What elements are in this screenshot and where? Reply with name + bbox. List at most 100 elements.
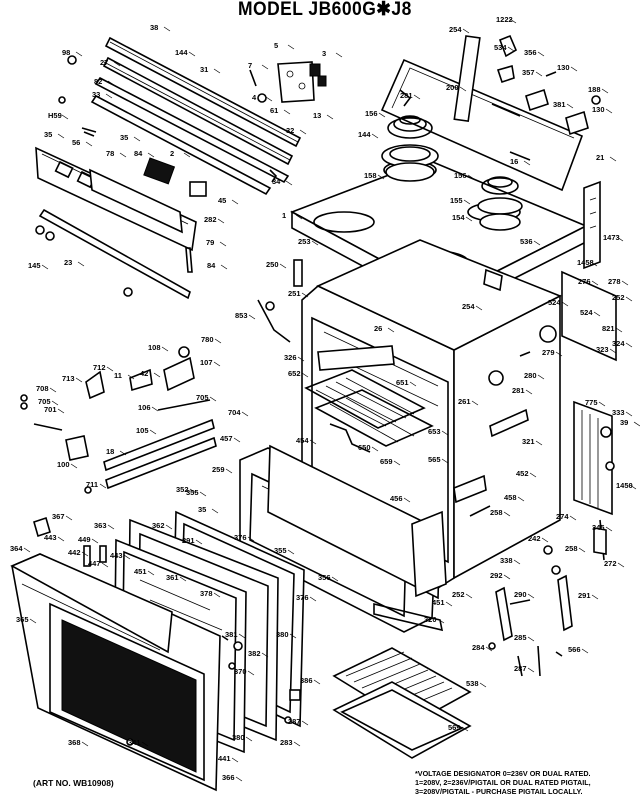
side-panel-right [561,180,617,561]
callout-label: 16 [510,157,518,166]
callout-label: 281 [512,386,525,395]
callout-leader-line [119,450,127,456]
callout-label: 320 [424,615,437,624]
callout-label: 11 [114,371,122,380]
callout-label: 291 [182,536,195,545]
callout-label: 13 [313,111,321,120]
callout-leader-line [462,28,470,34]
callout-leader-line [105,93,113,99]
callout-label: 653 [428,427,441,436]
callout-label: 98 [62,48,70,57]
callout-leader-line [287,44,295,50]
callout-label: 775 [585,398,598,407]
callout-leader-line [479,682,487,688]
callout-label: 443 [110,551,123,560]
callout-leader-line [535,71,543,77]
callout-leader-line [633,421,640,427]
callout-leader-line [57,536,65,542]
callout-label: 79 [206,238,214,247]
callout-leader-line [465,216,473,222]
callout-leader-line [309,439,317,445]
callout-leader-line [301,292,309,298]
callout-leader-line [65,515,73,521]
callout-label: 449 [78,535,91,544]
callout-leader-line [113,61,121,67]
callout-label: 130 [557,63,570,72]
art-number: (ART NO. WB10908) [33,778,114,788]
callout-label: 259 [212,465,225,474]
callout-leader-line [295,214,303,220]
callout-label: 366 [222,773,235,782]
callout-label: 708 [36,384,49,393]
callout-leader-line [23,547,31,553]
callout-label: 701 [44,405,57,414]
callout-leader-line [261,64,269,70]
callout-leader-line [313,679,321,685]
callout-label: 357 [522,68,535,77]
callout-leader-line [183,152,191,158]
callout-leader-line [241,411,249,417]
callout-leader-line [409,381,417,387]
callout-label: 107 [200,358,213,367]
callout-leader-line [101,562,109,568]
callout-leader-line [225,468,233,474]
callout-label: 258 [490,508,503,517]
callout-label: 45 [218,196,226,205]
callout-leader-line [287,549,295,555]
callout-leader-line [617,562,625,568]
callout-label: 451 [432,598,445,607]
callout-label: 27 [100,58,108,67]
callout-leader-line [247,670,255,676]
callout-leader-line [61,114,69,120]
callout-leader-line [165,524,173,530]
callout-leader-line [107,524,115,530]
callout-leader-line [509,18,517,24]
callout-leader-line [566,103,574,109]
callout-label: 261 [458,397,471,406]
callout-leader-line [161,346,169,352]
callout-label: 524 [548,298,561,307]
callout-label: 457 [220,434,233,443]
callout-label: 18 [106,447,114,456]
callout-label: 345 [592,523,605,532]
callout-leader-line [231,757,239,763]
callout-label: 447 [88,559,101,568]
callout-leader-line [445,601,453,607]
voltage-note-line-3: 3=208V/PIGTAIL - PURCHASE PIGTAIL LOCALL… [415,787,583,796]
callout-label: 108 [148,343,161,352]
callout-leader-line [537,51,545,57]
callout-leader-line [75,51,83,57]
callout-label: 565 [428,455,441,464]
callout-leader-line [598,401,606,407]
broiler-pan [332,647,472,759]
callout-label: 21 [596,153,604,162]
callout-leader-line [77,261,85,267]
callout-label: 154 [452,213,465,222]
callout-leader-line [535,440,543,446]
callout-label: 283 [280,738,293,747]
callout-label: 652 [288,369,301,378]
callout-leader-line [70,463,78,469]
callout-label: 287 [288,717,301,726]
callout-leader-line [189,488,197,494]
callout-leader-line [569,515,577,521]
callout-label: 281 [400,91,413,100]
callout-leader-line [51,400,59,406]
callout-label: 454 [296,436,309,445]
callout-leader-line [609,348,617,354]
callout-label: 452 [516,469,529,478]
callout-leader-line [467,174,475,180]
callout-label: 156 [365,109,378,118]
callout-label: 705 [38,397,51,406]
callout-leader-line [537,374,545,380]
oven-body [301,239,562,589]
callout-leader-line [245,736,253,742]
callout-label: 279 [542,348,555,357]
callout-label: 380 [276,630,289,639]
callout-label: 287 [514,664,527,673]
callout-label: 534 [494,43,507,52]
callout-label: 361 [166,573,179,582]
callout-label: 381 [225,630,238,639]
callout-leader-line [335,52,343,58]
callout-label: 252 [452,590,465,599]
